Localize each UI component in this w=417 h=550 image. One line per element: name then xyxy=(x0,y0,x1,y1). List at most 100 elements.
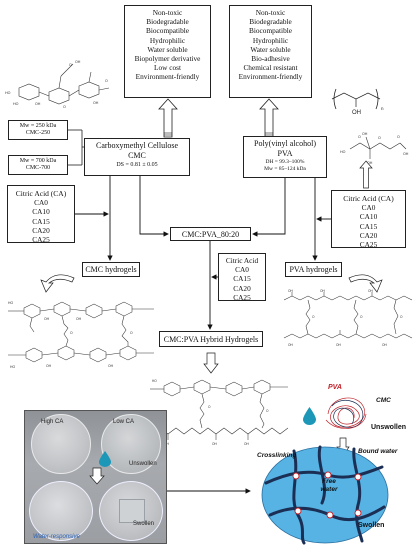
citric-mid-item: CA25 xyxy=(233,292,251,302)
pva-box: Poly(vinyl alcohol) PVA DH = 99.3–100% M… xyxy=(243,136,327,178)
petri-dish-swollen-left xyxy=(29,481,93,541)
citric-left-item: CA10 xyxy=(32,207,50,217)
high-ca-label: High CA xyxy=(41,419,64,425)
crosslink-node xyxy=(324,471,332,479)
citric-mid-box: Citric Acid CA0 CA15 CA20 CA25 xyxy=(218,253,266,302)
citric-left-item: CA20 xyxy=(32,225,50,235)
svg-text:OH: OH xyxy=(35,102,41,106)
cmc-prop: Low cost xyxy=(154,63,181,73)
water-drop-scheme-icon xyxy=(303,407,316,425)
cmc-abbrev: CMC xyxy=(128,151,146,160)
swollen-scheme-label: Swollen xyxy=(358,522,385,529)
svg-text:OH: OH xyxy=(93,101,99,105)
cmc250-box: Mw = 250 kDa CMC-250 xyxy=(8,120,68,140)
crosslink-node xyxy=(294,507,302,515)
pva-oh-label: OH xyxy=(352,110,361,116)
svg-text:HO: HO xyxy=(10,365,15,369)
svg-text:OH: OH xyxy=(75,60,81,64)
unswollen-photo-label: Unswollen xyxy=(129,461,157,467)
citric-right-box: Citric Acid (CA) CA0 CA10 CA15 CA20 CA25 xyxy=(331,190,406,250)
citric-right-item: CA25 xyxy=(359,240,378,250)
curved-arrow-cmc xyxy=(40,274,75,293)
unswollen-tangle xyxy=(325,397,367,429)
citric-left-box: Citric Acid (CA) CA0 CA10 CA15 CA20 CA25 xyxy=(7,185,75,244)
cmc-hydrogels-label: CMC hydrogels xyxy=(85,265,137,274)
citric-mid-item: CA20 xyxy=(233,283,251,293)
citric-mid-title: Citric Acid xyxy=(225,256,259,265)
citric-right-item: CA20 xyxy=(359,230,378,240)
svg-text:O: O xyxy=(397,135,400,139)
svg-text:OH: OH xyxy=(336,343,341,347)
svg-text:OH: OH xyxy=(368,289,373,293)
svg-text:OH: OH xyxy=(212,442,217,446)
unswollen-scheme-label: Unswollen xyxy=(371,424,407,431)
pva-hydrogels-box: PVA hydrogels xyxy=(285,262,342,277)
citric-left-item: CA15 xyxy=(32,216,50,226)
blend-box: CMC:PVA_80:20 xyxy=(170,227,251,241)
cmc-box: Carboxymethyl Cellulose CMC DS = 0.81 ± … xyxy=(84,138,190,176)
pva-prop: Biocompatible xyxy=(249,26,292,36)
svg-text:HO: HO xyxy=(340,150,346,154)
curved-arrow-pva xyxy=(348,274,383,293)
svg-text:OH: OH xyxy=(382,343,387,347)
cmc-properties-box: Non-toxic Biodegradable Biocompatible Hy… xyxy=(124,5,211,98)
free-water-label: Free water xyxy=(320,478,338,493)
svg-text:HO: HO xyxy=(13,102,19,106)
citric-right-item: CA0 xyxy=(361,203,376,213)
svg-text:OH: OH xyxy=(320,289,325,293)
citric-left-title: Citric Acid (CA) xyxy=(15,189,67,198)
pva-prop: Non-toxic xyxy=(255,8,286,17)
swollen-photo-label: Swollen xyxy=(133,521,155,527)
cmc-scheme-label: CMC xyxy=(376,397,391,404)
svg-text:O: O xyxy=(70,331,73,335)
svg-text:OH: OH xyxy=(46,364,52,368)
svg-text:O: O xyxy=(266,409,269,413)
svg-text:O: O xyxy=(378,136,381,140)
cmc-prop: Water soluble xyxy=(147,44,188,54)
svg-text:HO: HO xyxy=(152,379,157,383)
cmc-prop: Hydrophilic xyxy=(149,35,186,45)
arrow-down-photo xyxy=(89,467,105,485)
svg-text:OH: OH xyxy=(288,343,293,347)
crosslink-node xyxy=(326,511,334,519)
arrow-up-citric-right xyxy=(359,160,373,189)
petri-dish-low-ca xyxy=(101,414,161,474)
cmc700-mw: Mw = 700 kDa xyxy=(19,158,57,164)
pva-properties-list: Non-toxic Biodegradable Biocompatible Hy… xyxy=(230,8,311,82)
svg-text:O: O xyxy=(69,63,72,67)
crosslinking-label: Crosslinking xyxy=(257,452,297,459)
svg-text:O: O xyxy=(130,331,133,335)
svg-text:O: O xyxy=(360,315,363,319)
pva-prop: Chemical resistant xyxy=(243,63,298,73)
swollen-network xyxy=(261,445,389,545)
citric-mid-item: CA15 xyxy=(233,274,251,284)
svg-text:O: O xyxy=(105,79,108,83)
pva-prop: Bio-adhesive xyxy=(251,54,290,64)
cmc250-name: CMC-250 xyxy=(25,130,51,137)
svg-text:HO: HO xyxy=(8,301,13,305)
crosslink-node xyxy=(292,472,300,480)
pva-prop: Water soluble xyxy=(250,44,291,54)
svg-text:OH: OH xyxy=(367,161,373,165)
cmc-prop: Non-toxic xyxy=(152,8,183,17)
pva-full-name: Poly(vinyl alcohol) xyxy=(254,139,316,148)
pva-properties-box: Non-toxic Biodegradable Biocompatible Hy… xyxy=(229,5,312,98)
hybrid-label: CMC:PVA Hybrid Hydrogels xyxy=(163,335,259,344)
cmc-ds: DS = 0.81 ± 0.05 xyxy=(116,162,158,168)
crosslink-node xyxy=(354,473,362,481)
svg-text:OH: OH xyxy=(76,317,82,321)
svg-text:OH: OH xyxy=(403,152,409,156)
citric-right-item: CA10 xyxy=(359,212,378,222)
cmc-properties-list: Non-toxic Biodegradable Biocompatible Hy… xyxy=(125,8,210,82)
cmc700-box: Mw = 700 kDa CMC-700 xyxy=(8,155,68,175)
svg-text:O: O xyxy=(63,105,66,109)
arrow-up-cmc xyxy=(158,98,178,138)
svg-text:OH: OH xyxy=(108,364,114,368)
water-responsive-label: Water-responsive xyxy=(33,534,80,540)
petri-dish-high-ca xyxy=(31,414,91,474)
